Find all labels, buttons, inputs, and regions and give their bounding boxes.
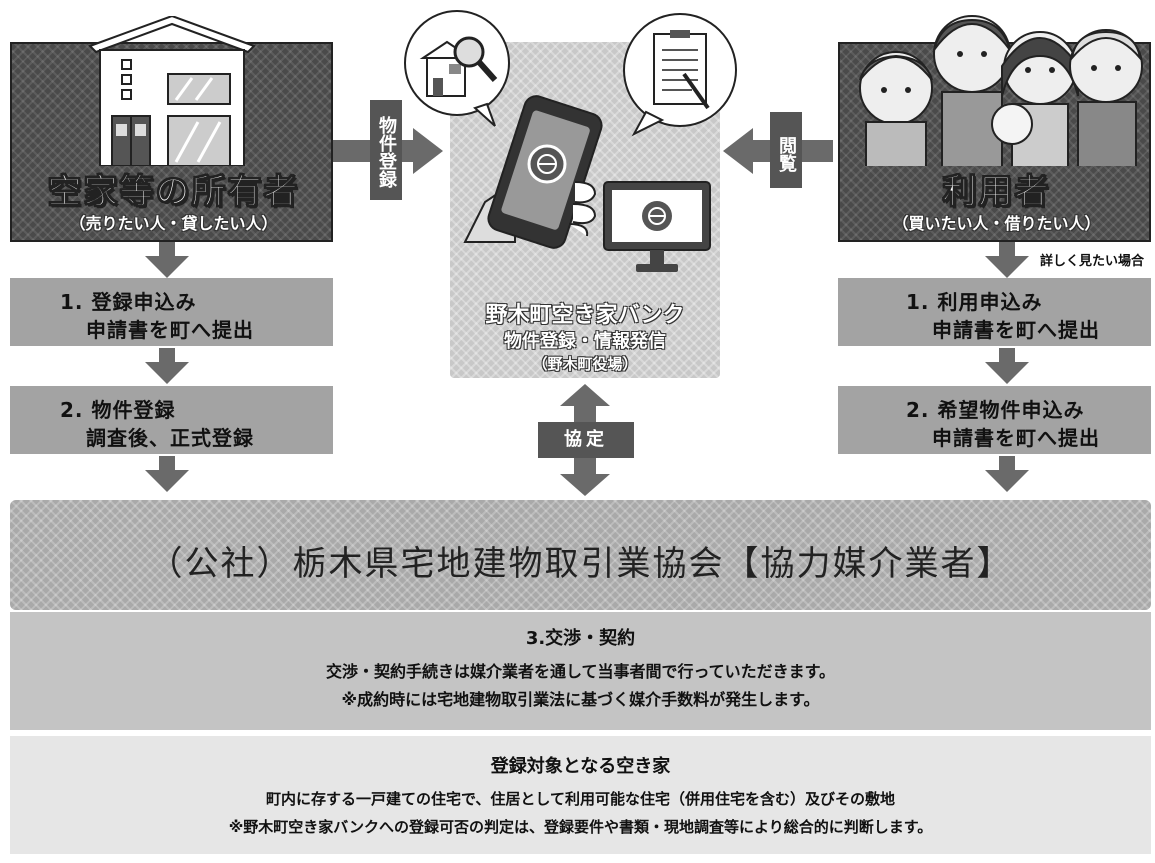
user-panel: 利用者 （買いたい人・借りたい人）: [838, 15, 1151, 242]
document-bubble-icon: [623, 13, 737, 137]
user-note: 詳しく見たい場合: [1040, 254, 1145, 269]
user-step-2-line1: 2. 希望物件申込み: [906, 398, 1085, 422]
target-title: 登録対象となる空き家: [490, 756, 671, 777]
user-down-arrow-1-icon: [985, 242, 1029, 278]
negotiation-line2: ※成約時には宅地建物取引業法に基づく媒介手数料が発生します。: [341, 690, 820, 709]
family-icon: [859, 15, 1143, 166]
browse-label: 閲覧: [770, 112, 802, 188]
owner-step-2: 2. 物件登録 調査後、正式登録: [10, 386, 333, 454]
house-icon: [88, 16, 256, 166]
user-title: 利用者: [942, 172, 1051, 213]
user-subtitle: （買いたい人・借りたい人）: [892, 214, 1101, 233]
owner-down-arrow-2-icon: [145, 348, 189, 384]
owner-step-1-line2: 申請書を町へ提出: [86, 318, 254, 342]
user-step-2: 2. 希望物件申込み 申請書を町へ提出: [838, 386, 1151, 454]
house-search-bubble-icon: [404, 10, 510, 127]
user-step-1-line2: 申請書を町へ提出: [932, 318, 1100, 342]
negotiation-line1: 交渉・契約手続きは媒介業者を通して当事者間で行っていただきます。: [325, 662, 836, 681]
agreement-label: 協定: [538, 422, 634, 458]
owner-down-arrow-1-icon: [145, 242, 189, 278]
register-label: 物件登録: [370, 100, 402, 200]
target-line2: ※野木町空き家バンクへの登録可否の判定は、登録要件や書類・現地調査等により総合的…: [228, 818, 933, 836]
association-bar: （公社）栃木県宅地建物取引業協会【協力媒介業者】: [10, 500, 1151, 610]
user-step-1-line1: 1. 利用申込み: [906, 290, 1043, 314]
target-section: 登録対象となる空き家 町内に存する一戸建ての住宅で、住居として利用可能な住宅（併…: [10, 736, 1151, 854]
user-step-2-line2: 申請書を町へ提出: [932, 426, 1100, 450]
owner-down-arrow-3-icon: [145, 456, 189, 492]
owner-panel: 空家等の所有者 （売りたい人・貸したい人）: [10, 16, 333, 242]
owner-step-1: 1. 登録申込み 申請書を町へ提出: [10, 278, 333, 346]
target-line1: 町内に存する一戸建ての住宅で、住居として利用可能な住宅（併用住宅を含む）及びその…: [266, 790, 895, 808]
owner-title: 空家等の所有者: [47, 172, 300, 213]
monitor-icon: [603, 181, 711, 272]
negotiation-section: 3.交渉・契約 交渉・契約手続きは媒介業者を通して当事者間で行っていただきます。…: [10, 612, 1151, 730]
negotiation-title: 3.交渉・契約: [525, 628, 636, 649]
bank-subtitle: 物件登録・情報発信: [504, 331, 666, 352]
bank-title: 野木町空き家バンク: [485, 303, 685, 328]
owner-step-2-line1: 2. 物件登録: [60, 398, 176, 422]
owner-step-1-line1: 1. 登録申込み: [60, 290, 197, 314]
owner-step-2-line2: 調査後、正式登録: [86, 426, 254, 450]
user-step-1: 1. 利用申込み 申請書を町へ提出: [838, 278, 1151, 346]
smartphone-icon: [463, 95, 603, 249]
user-down-arrow-2-icon: [985, 348, 1029, 384]
association-name: （公社）栃木県宅地建物取引業協会【協力媒介業者】: [148, 544, 1013, 584]
owner-subtitle: （売りたい人・貸したい人）: [69, 214, 278, 233]
bank-office: （野木町役場）: [532, 355, 638, 373]
user-down-arrow-3-icon: [985, 456, 1029, 492]
